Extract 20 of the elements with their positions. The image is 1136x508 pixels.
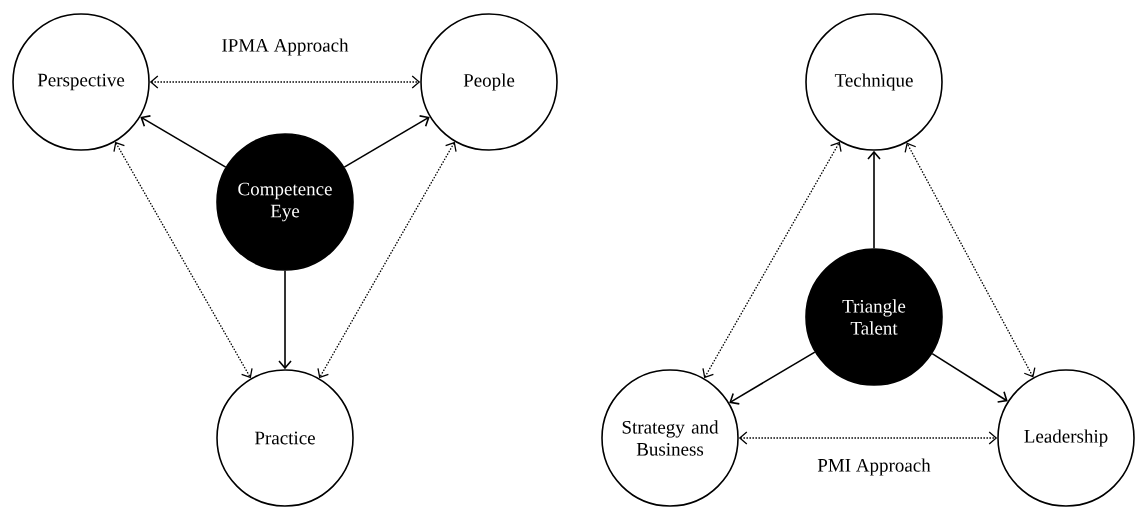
arrow — [113, 141, 253, 379]
arrow — [867, 150, 881, 249]
arrow — [729, 351, 816, 405]
circle-node: Leadership — [997, 369, 1135, 507]
arrow — [904, 142, 1036, 378]
arrow — [317, 141, 457, 379]
arrow — [149, 75, 421, 89]
circle-node: Technique — [805, 13, 943, 151]
circle-node: Practice — [216, 369, 354, 507]
circle-node: Perspective — [12, 13, 150, 151]
circle-node: People — [420, 13, 558, 151]
arrow — [140, 115, 227, 168]
arrow — [343, 115, 430, 168]
circle-node: Strategy and Business — [601, 369, 739, 507]
arrow — [278, 270, 292, 370]
arrow — [738, 431, 998, 445]
approach-label: PMI Approach — [817, 458, 931, 476]
approach-label: IPMA Approach — [222, 38, 349, 56]
arrow — [702, 141, 842, 379]
arrow — [931, 352, 1008, 403]
